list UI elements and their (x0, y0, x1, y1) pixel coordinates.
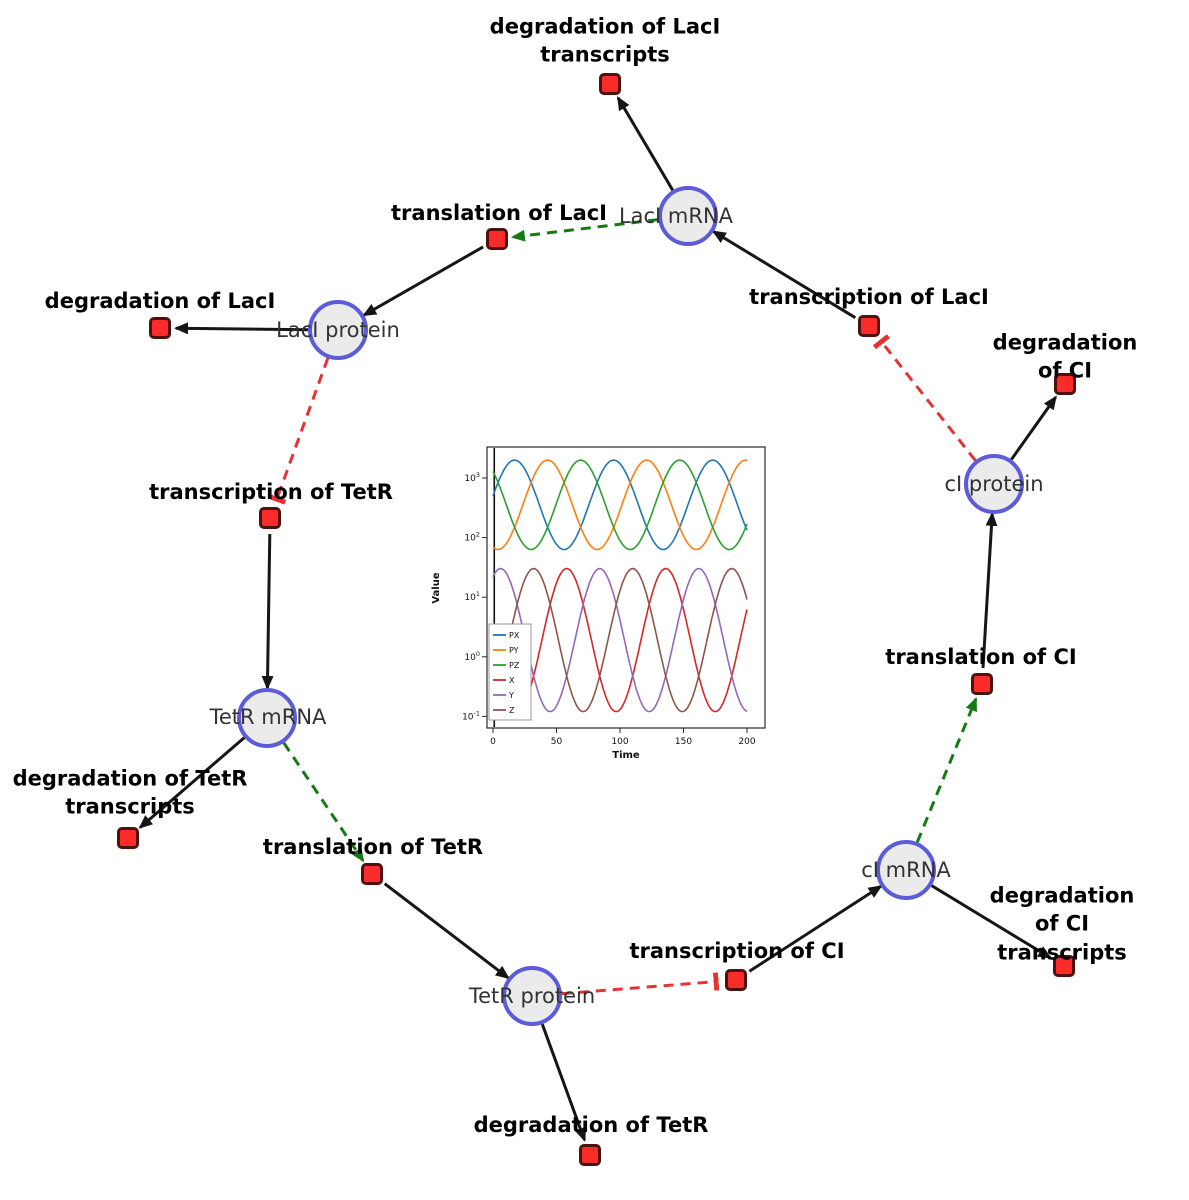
reaction-node-transcription-of-laci (858, 315, 880, 337)
reaction-label-transcription-of-tetr: transcription of TetR (149, 479, 393, 504)
series-line-X (492, 567, 748, 713)
reaction-label-transcription-of-laci: transcription of LacI (749, 284, 989, 309)
reaction-label-degradation-of-ci: degradation of CI (992, 330, 1138, 383)
edge-laci-protein-inhibits-transcription-of-tetr (267, 357, 330, 505)
reaction-label-transcription-of-ci: transcription of CI (629, 938, 845, 963)
reaction-node-translation-of-tetr (361, 863, 383, 885)
edge-ci-mrna-to-translation-of-ci (915, 696, 978, 843)
legend-box (488, 623, 532, 721)
edge-transcription-of-ci-to-ci-mrna (748, 885, 883, 973)
species-node-laci-protein (308, 300, 368, 360)
edge-translation-of-laci-to-laci-protein (362, 245, 484, 317)
y-tick-label: 10-1 (462, 709, 480, 722)
y-axis-label: Value (431, 572, 442, 603)
reaction-node-degradation-of-ci (1054, 373, 1076, 395)
series-line-PZ (492, 459, 748, 551)
edge-tetr-mrna-to-translation-of-tetr (282, 742, 365, 863)
reaction-node-degradation-of-tetr (579, 1144, 601, 1166)
reaction-node-degradation-of-laci (149, 317, 171, 339)
reaction-label-degradation-of-laci-transcripts: degradation of LacI transcripts (489, 14, 721, 67)
reaction-node-transcription-of-ci (725, 969, 747, 991)
y-tick-label: 103 (464, 471, 480, 484)
x-tick-label: 100 (611, 737, 628, 747)
species-label-laci-mrna: LacI mRNA (618, 204, 734, 228)
species-label-laci-protein: LacI protein (276, 318, 400, 342)
reaction-label-translation-of-ci: translation of CI (885, 644, 1077, 669)
x-axis-label: Time (612, 750, 640, 761)
x-tick-label: 150 (675, 737, 692, 747)
edge-tetr-mrna-to-degradation-of-tetr-transcripts (138, 736, 246, 829)
reaction-node-transcription-of-tetr (259, 507, 281, 529)
edge-laci-mrna-to-degradation-of-laci-transcripts (616, 96, 674, 191)
y-tick-label: 102 (464, 531, 480, 544)
species-label-tetr-mrna: TetR mRNA (209, 705, 327, 729)
reaction-label-degradation-of-tetr: degradation of TetR (473, 1112, 709, 1137)
series-line-PY (492, 459, 748, 551)
species-node-ci-mrna (876, 840, 936, 900)
legend-label-Y: Y (508, 691, 514, 700)
edge-ci-protein-inhibits-transcription-of-laci (872, 334, 977, 462)
edge-transcription-of-laci-to-laci-mrna (711, 230, 857, 319)
reaction-node-degradation-of-tetr-transcripts (117, 827, 139, 849)
reaction-label-degradation-of-tetr-transcripts: degradation of TetR transcripts (12, 766, 248, 819)
edge-ci-mrna-to-degradation-of-ci-transcripts (930, 884, 1053, 959)
reaction-node-degradation-of-ci-transcripts (1053, 955, 1075, 977)
reaction-label-degradation-of-ci-transcripts: degradation of CI transcripts (989, 883, 1135, 965)
edge-tetr-protein-inhibits-transcription-of-ci (561, 972, 720, 996)
legend-label-PY: PY (509, 646, 519, 655)
species-node-tetr-mrna (237, 688, 297, 748)
edge-tetr-protein-to-degradation-of-tetr (540, 1023, 587, 1142)
reaction-label-translation-of-laci: translation of LacI (391, 200, 607, 225)
edge-laci-mrna-to-translation-of-laci (510, 218, 659, 242)
species-label-tetr-protein: TetR protein (468, 984, 596, 1008)
x-tick-label: 50 (551, 737, 563, 747)
y-tick-label: 100 (464, 650, 480, 663)
species-node-laci-mrna (658, 186, 718, 246)
x-tick-label: 0 (490, 737, 496, 747)
edge-laci-protein-to-degradation-of-laci (174, 322, 309, 335)
reaction-node-degradation-of-laci-transcripts (599, 73, 621, 95)
edge-transcription-of-tetr-to-tetr-mrna (261, 533, 274, 690)
reaction-label-translation-of-tetr: translation of TetR (262, 834, 484, 859)
legend-label-PZ: PZ (509, 661, 520, 670)
reaction-label-degradation-of-laci: degradation of LacI (44, 288, 276, 313)
y-tick-label: 101 (464, 590, 480, 603)
legend-label-X: X (509, 676, 515, 685)
edge-translation-of-ci-to-ci-protein (981, 511, 998, 669)
species-label-ci-mrna: cI mRNA (861, 858, 951, 882)
reaction-node-translation-of-ci (971, 673, 993, 695)
legend-label-PX: PX (509, 631, 520, 640)
series-line-Z (492, 567, 748, 713)
series-line-PX (492, 459, 748, 551)
species-node-tetr-protein (502, 966, 562, 1026)
species-label-ci-protein: cI protein (944, 472, 1044, 496)
edge-translation-of-tetr-to-tetr-protein (383, 882, 510, 980)
x-tick-label: 200 (738, 737, 755, 747)
legend-label-Z: Z (509, 706, 515, 715)
edge-ci-protein-to-degradation-of-ci (1010, 395, 1057, 461)
series-line-Y (492, 567, 748, 713)
reaction-node-translation-of-laci (486, 228, 508, 250)
